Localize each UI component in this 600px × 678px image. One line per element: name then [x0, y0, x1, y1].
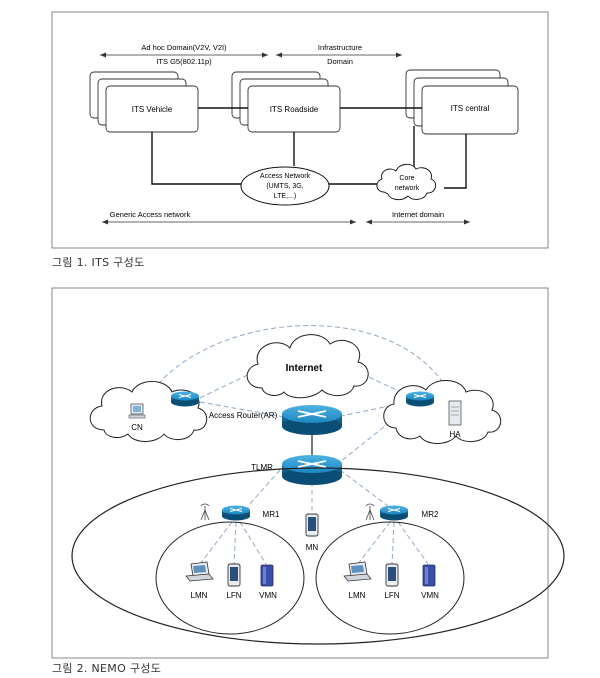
cn-label: CN [131, 423, 143, 432]
core-network-cloud [376, 163, 437, 201]
mr1-router-icon [222, 505, 250, 521]
its-roadside-stack: ITS Roadside [231, 71, 341, 133]
ha-label: HA [449, 430, 461, 439]
infrastructure-label: Infrastructure [318, 43, 362, 52]
its-architecture-diagram: Ad hoc Domain(V2V, V2I) ITS G5(802.11p) … [51, 11, 549, 249]
lfn-label-1: LFN [226, 591, 241, 600]
ha-server-icon [448, 400, 462, 426]
generic-access-label: Generic Access network [110, 210, 191, 219]
cn-router-icon [171, 391, 199, 407]
internet-domain-label: Internet domain [392, 210, 444, 219]
mr2-label: MR2 [422, 510, 439, 519]
access-router-label: Access Router(AR) [209, 411, 278, 420]
core-network-line2: network [395, 185, 420, 192]
internet-cloud [246, 334, 369, 399]
its-connections [151, 107, 467, 189]
mn-label: MN [306, 543, 319, 552]
tlmr-label: TLMR [251, 463, 273, 472]
lfn-phone-icon-2 [385, 563, 399, 587]
cn-computer-icon [128, 403, 146, 419]
nemo-architecture-diagram: Internet CN HA Access Router(AR) [51, 287, 565, 659]
vmn-device-icon-1 [260, 564, 274, 587]
ha-router-icon [406, 391, 434, 407]
tlmr-router-icon [282, 455, 342, 485]
mr2-antenna-icon [365, 503, 375, 521]
domain-label: Domain [327, 57, 353, 66]
mn-phone-icon [305, 513, 319, 537]
lmn-laptop-icon-1 [185, 561, 214, 582]
its-central-label: ITS central [451, 104, 490, 113]
access-network-line2: (UMTS, 3G, [266, 183, 303, 190]
mr1-label: MR1 [263, 510, 280, 519]
lmn-laptop-icon-2 [343, 561, 372, 582]
mr1-antenna-icon [200, 503, 210, 521]
mr2-subnet-ellipse [315, 521, 465, 635]
its-g5-label: ITS G5(802.11p) [156, 57, 212, 66]
figure1-caption: 그림 1. ITS 구성도 [52, 256, 145, 269]
figure2-caption: 그림 2. NEMO 구성도 [52, 662, 162, 675]
access-network-line3: LTE,...) [274, 193, 296, 200]
access-router-icon [282, 405, 342, 435]
adhoc-domain-label: Ad hoc Domain(V2V, V2I) [141, 43, 227, 52]
access-network-line1: Access Network [260, 173, 311, 180]
core-network-line1: Core [399, 175, 414, 182]
its-central-stack: ITS central [405, 69, 519, 135]
vmn-device-icon-2 [422, 564, 436, 587]
lmn-label-1: LMN [191, 591, 208, 600]
lfn-label-2: LFN [384, 591, 399, 600]
vmn-label-2: VMN [421, 591, 439, 600]
its-vehicle-label: ITS Vehicle [132, 105, 173, 114]
mr2-router-icon [380, 505, 408, 521]
access-network-ellipse [240, 166, 330, 206]
mr1-subnet-ellipse [155, 521, 305, 635]
its-vehicle-stack: ITS Vehicle [89, 71, 199, 133]
its-roadside-label: ITS Roadside [270, 105, 319, 114]
lmn-label-2: LMN [349, 591, 366, 600]
lfn-phone-icon-1 [227, 563, 241, 587]
internet-label: Internet [286, 363, 323, 374]
vmn-label-1: VMN [259, 591, 277, 600]
mobile-network-ellipse [71, 467, 565, 645]
